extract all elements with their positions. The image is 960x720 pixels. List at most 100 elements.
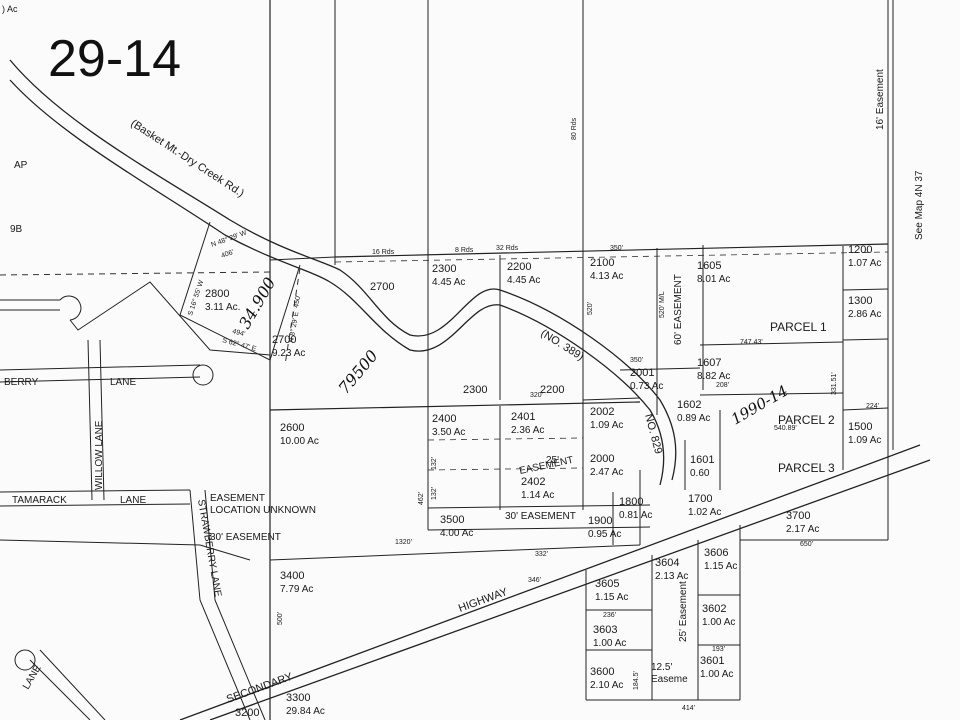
parcel-area: 1.00 Ac	[700, 669, 733, 680]
parcel-area: 3.11 Ac.	[205, 302, 240, 313]
handwritten-acreage-1: 34.900	[235, 274, 279, 332]
parcel-id: 1601	[690, 454, 714, 466]
parcel-area: 9.23 Ac	[272, 348, 305, 359]
parcel-id: 1605	[697, 260, 721, 272]
parcel-name-1: PARCEL 1	[770, 320, 827, 334]
parcel-area: 1.07 Ac	[848, 258, 881, 269]
parcel-area: 2.36 Ac	[511, 425, 544, 436]
dimension-label: 236'	[603, 612, 616, 619]
easement-30ft-center: 30' EASEMENT	[505, 511, 576, 522]
parcel-area: 0.89 Ac	[677, 413, 710, 424]
parcel-id: 2800	[205, 288, 229, 300]
parcel-id: 2100	[590, 257, 614, 269]
dimension-label: 331.51'	[831, 372, 838, 395]
parcel-area: 2.86 Ac	[848, 309, 881, 320]
parcel-id: 2300	[432, 263, 456, 275]
parcel-name-3: PARCEL 3	[778, 461, 835, 475]
parcel-id: 1602	[677, 399, 701, 411]
dimension-label: 414'	[682, 705, 695, 712]
dimension-label: 346'	[528, 577, 541, 584]
parcel-area: 8.82 Ac	[697, 371, 730, 382]
dimension-label: 320'	[530, 392, 543, 399]
easement-25ft-b: 25' Easement	[678, 581, 689, 642]
parcel-id: 1200	[848, 244, 872, 256]
parcel-area: 1.00 Ac	[593, 638, 626, 649]
easement-60ft: 60' EASEMENT	[673, 274, 684, 345]
dimension-label: 350'	[610, 245, 623, 252]
dimension-label: 462'	[418, 492, 425, 505]
parcel-area: 2.17 Ac	[786, 524, 819, 535]
dimension-label: N 48° 29' W	[210, 229, 248, 249]
parcel-id: 3500	[440, 514, 464, 526]
dimension-label: 132'	[431, 487, 438, 500]
dimension-label: 132'	[431, 457, 438, 470]
map-title: 29-14	[48, 30, 181, 88]
top-left-fragment: ) Ac	[2, 4, 18, 14]
parcel-id: 1500	[848, 421, 872, 433]
dimension-label: 650'	[800, 541, 813, 548]
parcel-id: 3603	[593, 624, 617, 636]
parcel-id: 3600	[590, 666, 614, 678]
dimension-label: 406'	[220, 249, 235, 260]
parcel-id: 2700	[272, 334, 296, 346]
parcel-id: 1700	[688, 493, 712, 505]
parcel-area: 0.95 Ac	[588, 529, 621, 540]
road-label-basket-mt: (Basket Mt.-Dry Creek Rd.)	[128, 117, 246, 199]
parcel-area: 2.47 Ac	[590, 467, 623, 478]
road-label-berry-lane: LANE	[110, 377, 136, 388]
parcel-area: 3.50 Ac	[432, 427, 465, 438]
parcel-area: 1.09 Ac	[590, 420, 623, 431]
parcel-id: 2400	[432, 413, 456, 425]
parcel-area: 2.13 Ac	[655, 571, 688, 582]
parcel-area: 29.84 Ac	[286, 706, 325, 717]
parcel-id: 3400	[280, 570, 304, 582]
easement-25ft-a: 25'	[546, 455, 559, 466]
left-edge-label-9b: 9B	[10, 224, 23, 235]
easement-location-unknown-1: EASEMENT	[210, 493, 265, 504]
parcel-area: 1.14 Ac	[521, 490, 554, 501]
dimension-label: 208'	[716, 382, 729, 389]
road-label-willow-lane: WILLOW LANE	[94, 420, 105, 490]
dimension-label: 1320'	[395, 539, 412, 546]
parcel-id: 2200	[540, 384, 564, 396]
parcel-labels: 2800 3.11 Ac. 2700 9.23 Ac 2700 2300 4.4…	[205, 244, 881, 719]
parcel-id: 2001	[630, 367, 654, 379]
easement-30ft-left: 30' EASEMENT	[210, 532, 281, 543]
road-label-secondary: SECONDARY	[225, 671, 295, 706]
parcel-id: 3604	[655, 557, 679, 569]
dimension-label: 8 Rds	[455, 247, 474, 254]
parcel-id: 2300	[463, 384, 487, 396]
parcel-area: 8.01 Ac	[697, 274, 730, 285]
easement-location-unknown-2: LOCATION UNKNOWN	[210, 505, 316, 516]
parcel-area: 4.45 Ac	[432, 277, 465, 288]
parcel-area: 4.45 Ac	[507, 275, 540, 286]
parcel-id: 2002	[590, 406, 614, 418]
dimension-label: 224'	[866, 403, 879, 410]
dimension-label: 747.43'	[740, 339, 763, 346]
dimension-label: 184.5'	[633, 671, 640, 690]
parcel-id: 1900	[588, 515, 612, 527]
handwritten-acreage-2: 79500	[335, 346, 382, 397]
parcel-area: 1.09 Ac	[848, 435, 881, 446]
parcel-area: 0.81 Ac	[619, 510, 652, 521]
dimension-label: 500'	[277, 612, 284, 625]
parcel-id: 2200	[507, 261, 531, 273]
parcel-id: 2700	[370, 281, 394, 293]
dimension-label: S 62° 47' E	[221, 336, 257, 353]
left-edge-label-ap: AP	[14, 160, 28, 171]
dimension-label: 332'	[535, 551, 548, 558]
road-label-tamarack: TAMARACK	[12, 495, 67, 506]
easement-easeme: Easeme	[651, 674, 688, 685]
parcel-area: 4.13 Ac	[590, 271, 623, 282]
dimension-label: 350'	[630, 357, 643, 364]
parcel-id: 1800	[619, 496, 643, 508]
parcel-id: 3601	[700, 655, 724, 667]
parcel-id: 2000	[590, 453, 614, 465]
dimension-label: 494'	[231, 328, 245, 338]
dimension-label: 450'	[293, 294, 302, 308]
road-label-bottom-left-lane: LANE	[21, 663, 44, 691]
parcel-id: 3605	[595, 578, 619, 590]
parcel-id: 3606	[704, 547, 728, 559]
